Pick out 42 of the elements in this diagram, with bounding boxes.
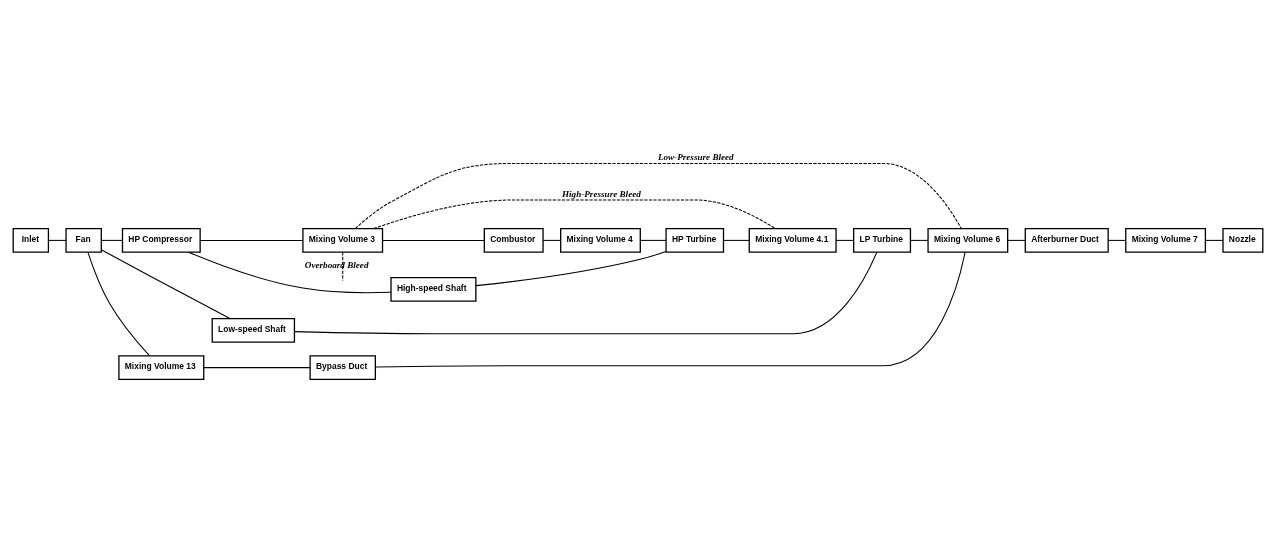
connector <box>203 367 311 369</box>
node-box: High-speed Shaft <box>390 276 477 302</box>
node-box: Nozzle <box>1222 228 1264 253</box>
connector <box>87 251 150 357</box>
connector <box>910 239 929 241</box>
connector <box>475 250 667 287</box>
connector <box>375 251 966 368</box>
node-box: HP Compressor <box>121 228 201 253</box>
node-box: Mixing Volume 3 <box>302 228 384 253</box>
node-box: Inlet <box>12 228 50 253</box>
connector <box>1205 239 1224 241</box>
node-box: Fan <box>65 228 102 253</box>
edge-label: Low-Pressure Bleed <box>657 152 734 163</box>
edge-label: High-Pressure Bleed <box>561 188 641 199</box>
connector <box>100 239 123 241</box>
node-box: Mixing Volume 6 <box>927 228 1009 253</box>
connector <box>1107 239 1127 241</box>
connector <box>373 199 776 230</box>
node-box: Mixing Volume 13 <box>118 355 205 381</box>
connector <box>199 239 304 241</box>
connector <box>542 239 561 241</box>
node-box: Mixing Volume 7 <box>1125 228 1207 253</box>
node-box: LP Turbine <box>853 228 912 253</box>
node-box: Afterburner Duct <box>1024 228 1109 253</box>
node-box: Mixing Volume 4 <box>560 228 641 253</box>
node-box: Bypass Duct <box>309 355 376 381</box>
connector <box>342 251 344 281</box>
node-box: Mixing Volume 4.1 <box>748 228 837 253</box>
connector <box>354 162 962 230</box>
node-box: Combustor <box>483 228 544 253</box>
connector <box>835 239 855 241</box>
connector <box>188 251 392 294</box>
connector <box>639 239 667 241</box>
connector <box>723 239 750 241</box>
connector <box>293 251 878 335</box>
node-box: Low-speed Shaft <box>211 318 296 343</box>
edge-label: Overboard Bleed <box>304 260 369 271</box>
connector <box>48 239 67 241</box>
connector <box>100 249 231 320</box>
connector <box>1007 239 1026 241</box>
connector <box>382 239 485 241</box>
node-box: HP Turbine <box>665 228 725 253</box>
